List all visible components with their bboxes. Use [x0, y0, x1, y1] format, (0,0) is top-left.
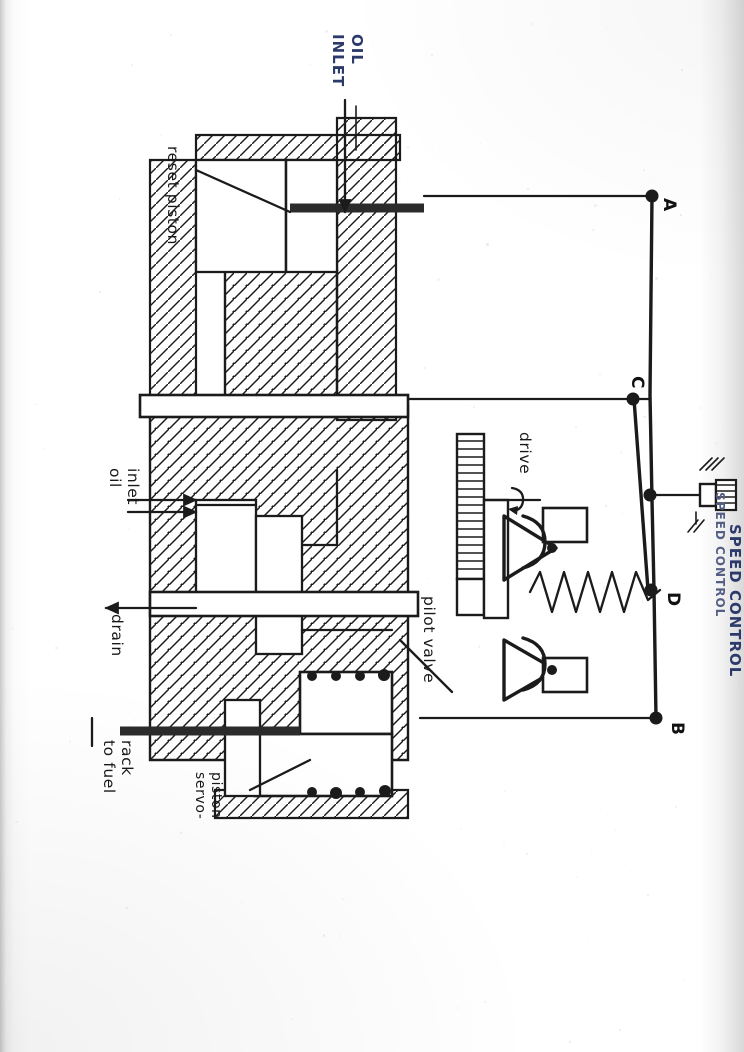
- leader-pilot-valve: [398, 638, 454, 694]
- servo-chamber-upper: [298, 670, 394, 736]
- lever-limb-C-D: [632, 397, 650, 592]
- label-reset-piston: reset piston: [164, 146, 182, 245]
- floating-lever: [648, 194, 658, 720]
- flyweight-pivot-upper: [547, 543, 557, 553]
- speed-control-ground-hatch: [687, 457, 725, 533]
- speed-control-screw-threads: [715, 484, 737, 504]
- point-label-B: B: [667, 722, 687, 735]
- leader-lines: [194, 168, 454, 792]
- internal-chambers: [194, 158, 394, 799]
- servo-piston-rings: [307, 669, 391, 799]
- pivot-D: [644, 583, 658, 597]
- label-oil-inlet-side-line2: inlet: [124, 468, 142, 505]
- governor-assembly: [455, 432, 662, 702]
- rods-and-bars: [120, 203, 424, 736]
- fulcrum-hook-upper: [521, 514, 547, 570]
- diagram-labels: OIL INLET reset piston oil inlet drain t…: [100, 34, 744, 819]
- label-drain: drain: [108, 614, 126, 657]
- servo-rod-bore: [223, 698, 262, 798]
- label-speed-control: SPEED CONTROL: [726, 524, 744, 677]
- label-to-fuel-rack-line2: rack: [118, 740, 136, 776]
- label-speed-control-faint: SPEED CONTROL: [713, 492, 727, 617]
- pivot-A: [645, 189, 659, 203]
- leader-servo-piston: [248, 758, 312, 792]
- label-pilot-valve: pilot valve: [420, 596, 438, 683]
- control-linkage: [406, 189, 738, 725]
- point-label-D: D: [663, 592, 683, 606]
- crossbar-upper: [138, 393, 410, 419]
- reset-chamber-upper: [194, 158, 288, 274]
- point-label-A: A: [659, 198, 679, 212]
- flyweight-mass-lower: [541, 656, 589, 694]
- pilot-chamber-drain: [254, 610, 304, 656]
- drive-gear-teeth-lines: [456, 440, 485, 570]
- leader-reset-piston: [194, 168, 292, 214]
- drive-rotation-arrowhead: [508, 506, 518, 515]
- reset-piston-block: [223, 268, 339, 400]
- pivot-B: [649, 711, 663, 725]
- label-to-fuel-rack-line1: to fuel: [100, 740, 118, 794]
- drive-shaft-base: [455, 577, 486, 617]
- label-oil-inlet-side-line1: oil: [106, 468, 124, 488]
- label-servo-piston-line1: servo-: [192, 772, 208, 819]
- flyweight-arm-lower: [502, 638, 558, 702]
- flyweight-mass-upper: [541, 506, 589, 544]
- label-oil-inlet-top-line2: INLET: [329, 34, 347, 87]
- crossbar-lower: [148, 590, 420, 618]
- point-label-C: C: [627, 376, 647, 388]
- label-drive: drive: [516, 432, 534, 474]
- governor-spring: [528, 570, 662, 614]
- flyweight-pivot-lower: [547, 665, 557, 675]
- label-oil-inlet-top-line1: OIL: [348, 34, 366, 65]
- pivot-C: [626, 392, 640, 406]
- gallery-to-reset: [300, 468, 339, 547]
- flow-arrows: [90, 98, 357, 748]
- reset-chamber-rod: [284, 158, 339, 274]
- pilot-spool-land: [254, 514, 304, 604]
- servo-piston: [253, 732, 394, 798]
- fulcrum-hook-lower: [521, 636, 547, 692]
- drive-gear-teeth: [455, 432, 486, 581]
- label-servo-piston-line2: piston: [208, 772, 224, 819]
